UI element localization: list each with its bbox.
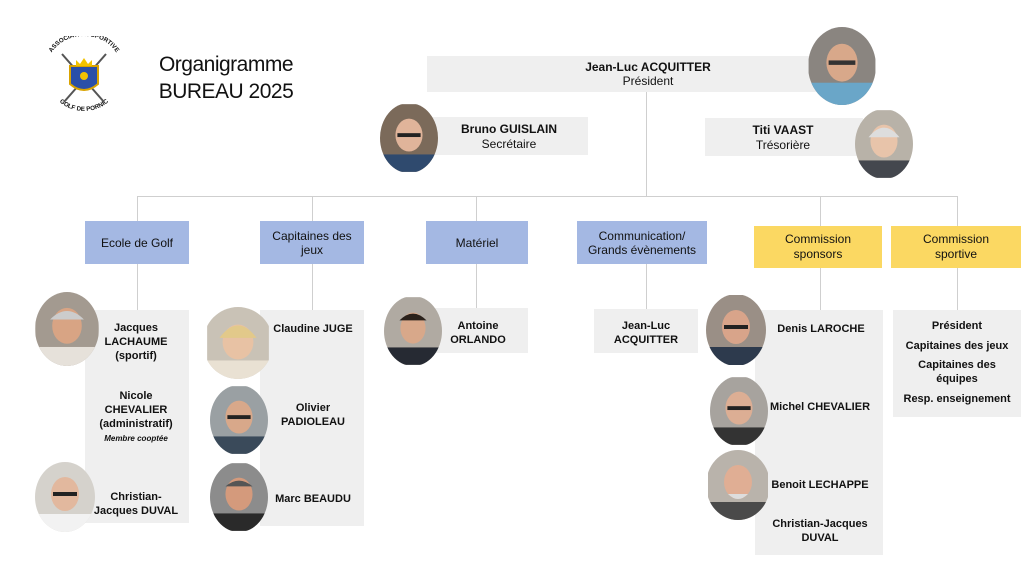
- svg-text:ASSOCIATION SPORTIVE: ASSOCIATION SPORTIVE: [48, 36, 121, 54]
- avatar: [380, 103, 438, 173]
- materiel-member-1: Antoine ORLANDO: [450, 320, 506, 346]
- treasurer-box: [705, 118, 863, 156]
- connector-materiel: [476, 196, 477, 222]
- avatar: [384, 296, 442, 366]
- treasurer-name: Titi VAAST: [752, 123, 814, 137]
- avatar: [710, 376, 768, 446]
- dept-capitaines-des-jeux: Capitaines des jeux: [260, 221, 364, 264]
- ecole-members-box: [85, 310, 189, 523]
- connector-sportive: [957, 196, 958, 226]
- golf-club-crest-icon: ASSOCIATION SPORTIVE GOLF DE PORNIC: [48, 31, 121, 113]
- treasurer-role: Trésorière: [755, 138, 811, 152]
- dept-ecole-de-golf: Ecole de Golf: [85, 221, 189, 264]
- capitaines-member-1: Claudine JUGE: [273, 323, 353, 335]
- connector-president-down: [646, 92, 647, 197]
- sportive-item-2: Capitaines des jeux: [905, 340, 1009, 352]
- sponsors-member-3: Benoit LECHAPPE: [771, 479, 869, 491]
- sponsors-member-2: Michel CHEVALIER: [769, 401, 871, 413]
- secretary-role: Secrétaire: [481, 137, 537, 151]
- capitaines-member-3: Marc BEAUDU: [275, 493, 351, 505]
- president-box: [427, 56, 867, 92]
- ecole-member-3: Christian-Jacques DUVAL: [93, 491, 179, 517]
- connector-sponsors: [820, 196, 821, 226]
- avatar: [210, 385, 268, 455]
- president-role: Président: [622, 74, 674, 88]
- avatar: [706, 294, 766, 366]
- dept-commission-sportive: Commission sportive: [891, 226, 1021, 268]
- avatar: [855, 109, 913, 179]
- avatar: [210, 462, 268, 532]
- secretary-name: Bruno GUISLAIN: [461, 122, 557, 136]
- avatar: [35, 462, 95, 532]
- connector-communication-down: [646, 264, 647, 309]
- sportive-members-box: [893, 310, 1021, 417]
- avatar: [35, 292, 99, 366]
- communication-members-box: [594, 309, 698, 353]
- dept-commission-sponsors: Commission sponsors: [754, 226, 882, 268]
- connector-ecole: [137, 196, 138, 222]
- page-title-line1: Organigramme: [158, 53, 294, 76]
- capitaines-members-box: [260, 310, 364, 526]
- president-name: Jean-Luc ACQUITTER: [585, 60, 711, 74]
- dept-materiel: Matériel: [426, 221, 528, 264]
- connector-horizontal-bus: [137, 196, 957, 197]
- communication-member-1: Jean-Luc ACQUITTER: [613, 320, 679, 346]
- connector-ecole-down: [137, 264, 138, 310]
- sponsors-member-4: Christian-Jacques DUVAL: [772, 518, 868, 544]
- avatar: [808, 27, 876, 105]
- sportive-item-3: Capitaines des équipes: [918, 359, 996, 385]
- secretary-box: [430, 117, 588, 155]
- ecole-member-1: Jacques LACHAUME (sportif): [104, 322, 168, 362]
- avatar: [203, 307, 273, 379]
- connector-capitaines: [312, 196, 313, 222]
- connector-materiel-down: [476, 264, 477, 308]
- capitaines-member-2: Olivier PADIOLEAU: [281, 402, 345, 428]
- connector-sponsors-down: [820, 268, 821, 310]
- page-title-line2: BUREAU 2025: [158, 80, 294, 103]
- dept-communication: Communication/ Grands évènements: [577, 221, 707, 264]
- sponsors-member-1: Denis LAROCHE: [777, 323, 865, 335]
- ecole-member-2: Nicole CHEVALIER (administratif): [99, 390, 173, 430]
- connector-sportive-down: [957, 268, 958, 310]
- avatar: [706, 450, 770, 520]
- sponsors-members-box: [755, 310, 883, 555]
- connector-capitaines-down: [312, 264, 313, 310]
- sportive-item-1: Président: [931, 320, 983, 332]
- logo: ASSOCIATION SPORTIVE GOLF DE PORNIC: [40, 31, 128, 116]
- ecole-member-2-note: Membre cooptée: [104, 434, 168, 443]
- sportive-item-4: Resp. enseignement: [903, 393, 1011, 405]
- materiel-members-box: [430, 308, 528, 353]
